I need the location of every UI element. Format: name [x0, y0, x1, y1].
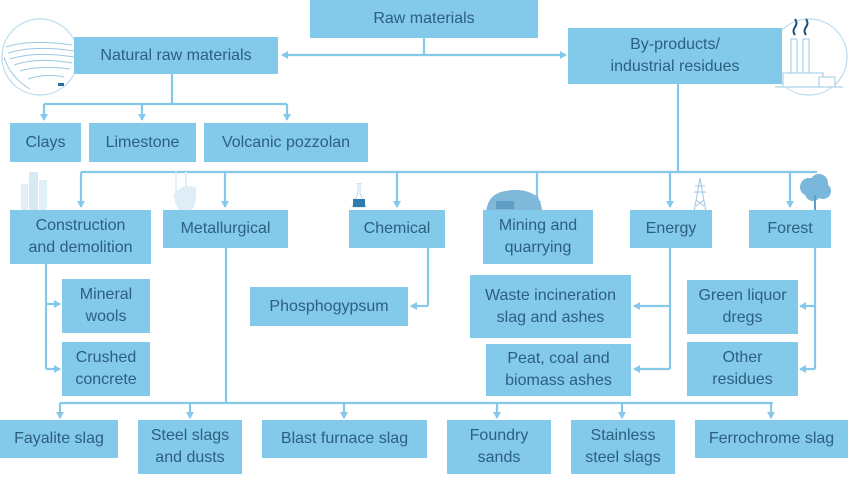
node-limestone: Limestone	[89, 123, 196, 162]
node-peat-coal-biomass: Peat, coal and biomass ashes	[486, 344, 631, 396]
node-forest: Forest	[749, 210, 831, 248]
node-construction-demolition: Construction and demolition	[10, 210, 151, 264]
node-fayalite-slag: Fayalite slag	[0, 420, 118, 458]
node-energy: Energy	[630, 210, 712, 248]
node-mining-quarrying: Mining and quarrying	[483, 210, 593, 264]
node-metallurgical: Metallurgical	[163, 210, 288, 248]
node-stainless-steel-slags: Stainless steel slags	[571, 420, 675, 474]
node-natural-raw-materials: Natural raw materials	[74, 37, 278, 74]
ladle-icon	[174, 172, 197, 216]
node-byproducts: By-products/ industrial residues	[568, 28, 782, 84]
node-steel-slags-dusts: Steel slags and dusts	[138, 420, 242, 474]
node-blast-furnace-slag: Blast furnace slag	[262, 420, 427, 458]
connector-byproducts-trunk	[81, 84, 817, 174]
node-foundry-sands: Foundry sands	[447, 420, 551, 474]
node-chemical: Chemical	[349, 210, 445, 248]
node-raw-materials: Raw materials	[310, 0, 538, 38]
node-green-liquor-dregs: Green liquor dregs	[687, 280, 798, 334]
node-crushed-concrete: Crushed concrete	[62, 342, 150, 396]
node-ferrochrome-slag: Ferrochrome slag	[695, 420, 848, 458]
node-volcanic-pozzolan: Volcanic pozzolan	[204, 123, 368, 162]
node-clays: Clays	[10, 123, 81, 162]
node-phosphogypsum: Phosphogypsum	[250, 287, 408, 326]
connector-metallurgical-trunk	[60, 248, 773, 405]
connector-natural-trunk	[44, 73, 287, 106]
factory-icon	[770, 18, 848, 96]
flask-icon	[351, 183, 367, 208]
node-mineral-wools: Mineral wools	[62, 279, 150, 333]
tree-icon	[800, 174, 831, 213]
pylon-icon	[693, 178, 707, 212]
node-waste-incineration: Waste incineration slag and ashes	[470, 275, 631, 338]
mine-icon	[486, 189, 542, 212]
node-other-residues: Other residues	[687, 342, 798, 396]
buildings-icon	[21, 172, 47, 210]
quarry-icon	[1, 18, 79, 96]
